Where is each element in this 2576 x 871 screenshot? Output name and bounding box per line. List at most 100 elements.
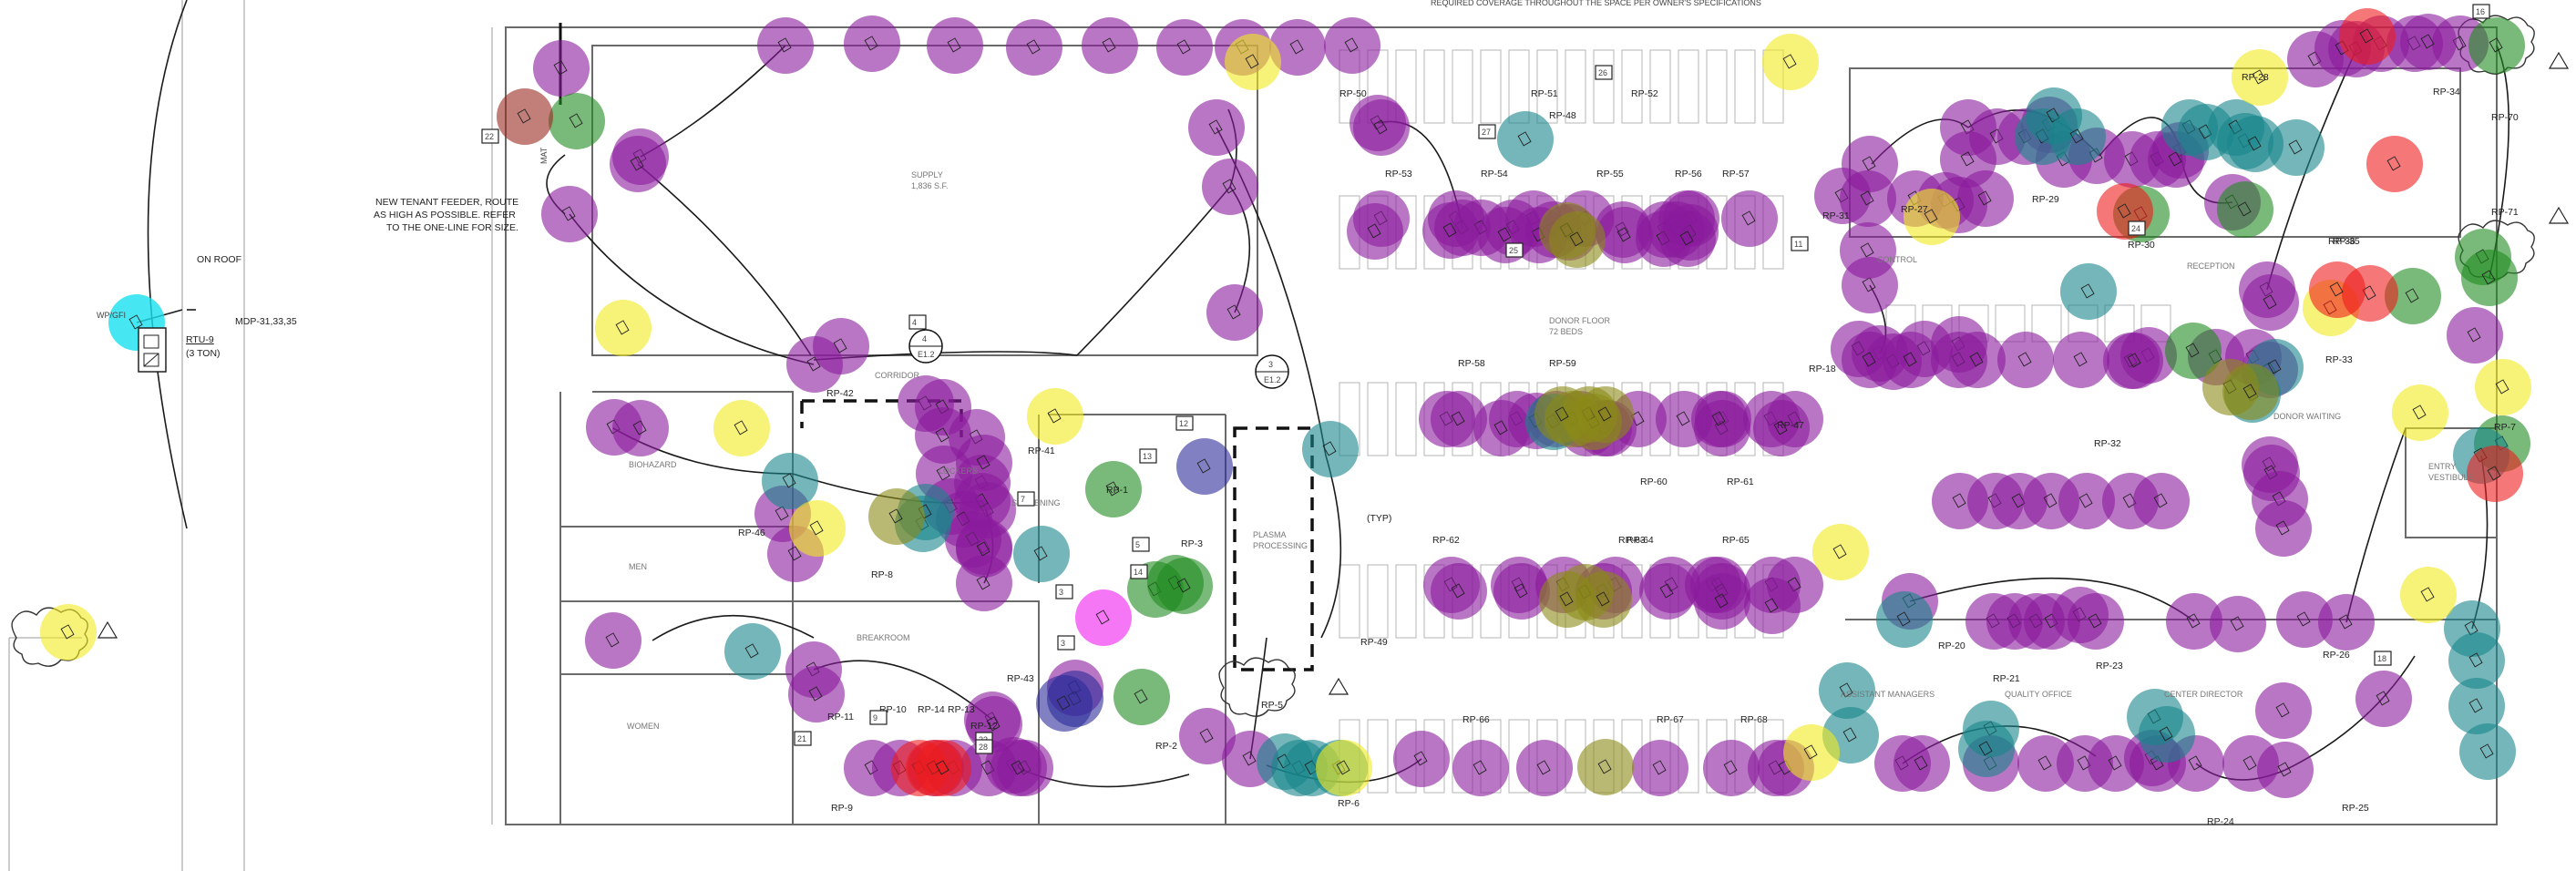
yellow-survey-marker — [1316, 740, 1372, 796]
access-point-symbol — [128, 314, 143, 330]
access-point-symbol — [2275, 520, 2290, 536]
circuit-label: RP-24 — [2207, 816, 2234, 827]
purple-survey-marker — [1188, 99, 1245, 156]
teal-survey-marker — [2227, 116, 2284, 172]
purple-survey-marker — [541, 186, 598, 242]
access-point-symbol — [2495, 379, 2509, 395]
bed-outline — [1339, 564, 1360, 639]
green-survey-marker — [549, 93, 605, 149]
access-point-symbol — [1011, 760, 1025, 775]
access-point-symbol — [1862, 352, 1876, 367]
access-point-symbol — [2479, 743, 2494, 759]
green-survey-marker — [1114, 669, 1170, 725]
svg-text:E1.2: E1.2 — [1264, 375, 1281, 384]
access-point-symbol — [2242, 755, 2257, 771]
access-point-symbol — [787, 546, 802, 561]
purple-survey-marker — [1422, 202, 1479, 259]
circuit-label: RP-70 — [2491, 112, 2519, 123]
circuit-tag-number: 16 — [2476, 7, 2485, 16]
circuit-tag-number: 22 — [485, 132, 494, 141]
room-name: SUPPLY — [911, 170, 943, 179]
access-point-symbol — [935, 427, 949, 443]
access-point-symbol — [1196, 458, 1211, 474]
access-point-symbol — [2230, 616, 2244, 631]
circuit-label: RP-41 — [1028, 446, 1055, 456]
purple-survey-marker — [1452, 740, 1509, 796]
circuit-tag-box — [1057, 635, 1075, 651]
bed-outline — [1706, 49, 1728, 124]
circuit-label: RP-61 — [1727, 476, 1754, 487]
circuit-label: RP-71 — [2491, 207, 2519, 218]
circuit-label: RP-54 — [1481, 169, 1508, 179]
access-point-symbol — [2329, 282, 2344, 297]
circuit-tag-number: 12 — [1179, 419, 1188, 428]
access-point-symbol — [777, 37, 792, 53]
access-point-symbol — [1176, 578, 1191, 593]
purple-survey-marker — [1694, 573, 1750, 630]
access-point-symbol — [2108, 755, 2122, 771]
access-point-symbol — [2420, 34, 2435, 49]
red-survey-marker — [2467, 446, 2523, 502]
rtu-equipment — [138, 327, 167, 373]
room-name: ASSISTANT MANAGERS — [1841, 690, 1935, 699]
bed-outline — [1395, 564, 1417, 639]
green-survey-marker — [1156, 558, 1213, 614]
access-point-symbol — [2376, 691, 2390, 706]
circuit-label: RP-49 — [1360, 637, 1388, 648]
access-point-symbol — [2017, 352, 2032, 367]
access-point-symbol — [1322, 441, 1337, 456]
circuit-label: RP-35 — [2333, 236, 2360, 247]
access-point-symbol — [744, 643, 759, 659]
yellow-survey-marker — [1027, 388, 1083, 445]
olive-survey-marker — [1534, 386, 1591, 443]
access-point-symbol — [1978, 741, 1993, 756]
circuit-tag-box — [2374, 651, 2392, 666]
access-point-symbol — [2288, 139, 2303, 155]
access-point-symbol — [2185, 343, 2200, 358]
circuit-label: RP-25 — [2342, 803, 2369, 814]
purple-survey-marker — [2447, 307, 2503, 364]
access-point-symbol — [1226, 304, 1241, 320]
bed-outline — [1678, 49, 1699, 124]
access-point-symbol — [2468, 698, 2483, 713]
red-survey-marker — [915, 740, 971, 796]
access-point-symbol — [2487, 466, 2501, 481]
room-subtitle: PROCESSING — [1253, 541, 1308, 550]
access-point-symbol — [2468, 652, 2483, 668]
access-point-symbol — [2011, 493, 2026, 508]
access-point-symbol — [2080, 283, 2095, 299]
circuit-label: RP-64 — [1627, 535, 1654, 546]
survey-markers — [40, 8, 2531, 798]
circuit-label: RP-31 — [1822, 210, 1850, 221]
section-callouts: 4 E1.2 3 E1.2 — [908, 329, 1289, 389]
purple-survey-marker — [2133, 473, 2190, 529]
circuit-label: RP-36 — [2328, 236, 2355, 247]
access-point-symbol — [1839, 682, 1853, 698]
top-note: REQUIRED COVERAGE THROUGHOUT THE SPACE P… — [1431, 0, 1761, 7]
purple-survey-marker — [1997, 332, 2054, 388]
access-point-symbol — [1714, 593, 1729, 609]
olive-survey-marker — [868, 488, 925, 545]
access-point-symbol — [1903, 352, 1917, 367]
bed-outline — [1367, 719, 1389, 794]
access-point-symbol — [2153, 493, 2168, 508]
access-point-symbol — [615, 320, 630, 335]
circuit-tag-number: 9 — [873, 713, 877, 722]
wap-label: WP/GFI — [97, 311, 126, 320]
circuit-label: RP-8 — [871, 569, 893, 580]
access-point-symbol — [2127, 353, 2141, 368]
circuit-label: RP-14 — [918, 704, 945, 715]
circuit-label: RP-3 — [1181, 538, 1203, 549]
circuit-tag-number: 5 — [1135, 540, 1140, 549]
access-point-symbol — [2412, 405, 2427, 420]
access-point-symbol — [1764, 598, 1779, 613]
access-point-symbol — [1952, 493, 1966, 508]
teal-survey-marker — [1013, 526, 1070, 582]
purple-survey-marker — [1324, 17, 1380, 74]
access-point-symbol — [1659, 583, 1674, 599]
feeder-note-line1: NEW TENANT FEEDER, ROUTE — [375, 197, 518, 208]
access-point-symbol — [630, 156, 644, 171]
circuit-label: RP-29 — [2032, 194, 2059, 205]
